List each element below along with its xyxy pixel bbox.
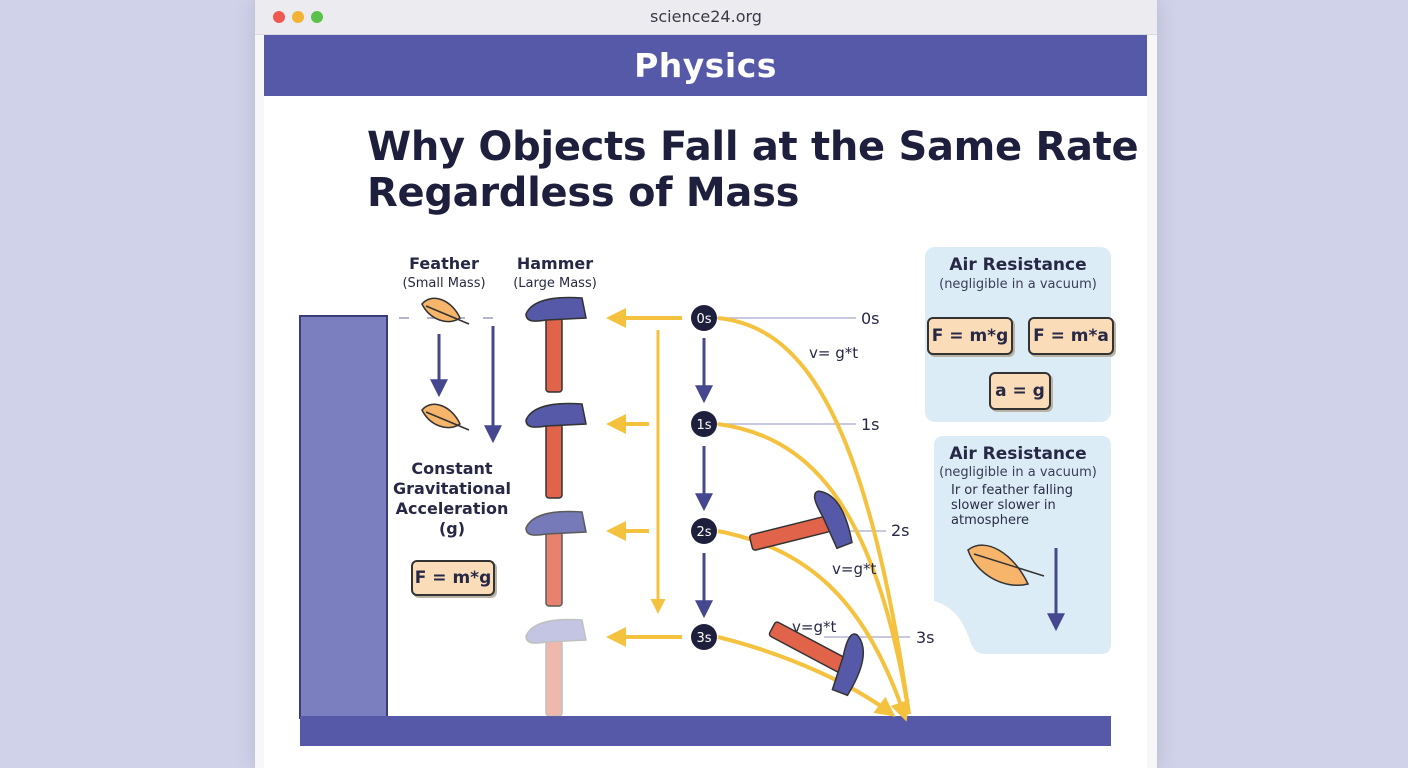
note-line-3: atmosphere <box>951 513 1029 528</box>
formula-box-mg: F = m*g <box>927 317 1013 355</box>
feather-sublabel: (Small Mass) <box>402 276 485 291</box>
acceleration-label: Acceleration <box>396 499 509 518</box>
tower-wall <box>299 315 388 719</box>
velocity-label-low: v=g*t <box>792 618 836 636</box>
maximize-window-button[interactable] <box>311 11 323 23</box>
formula-box-ma: F = m*a <box>1028 317 1114 355</box>
feather-icon <box>421 297 470 325</box>
browser-titlebar: science24.org <box>255 0 1157 35</box>
gravitational-label: Gravitational <box>393 479 511 498</box>
time-marker-circle <box>691 411 717 437</box>
hammer-label: Hammer <box>517 254 593 273</box>
hammer-icon <box>768 621 865 697</box>
section-banner: Physics <box>264 35 1147 96</box>
note-line-2: slower slower in <box>951 498 1056 513</box>
article-headline: Why Objects Fall at the Same Rate Regard… <box>367 124 1139 216</box>
ground <box>300 716 1111 746</box>
time-label-1: 1s <box>861 415 880 434</box>
hammer-icon <box>525 618 587 717</box>
time-marker-0: 0s <box>696 312 711 327</box>
formula-box-left: F = m*g <box>411 560 495 596</box>
panel-bottom-title: Air Resistance <box>949 444 1087 464</box>
formula-box-ag: a = g <box>989 372 1051 410</box>
g-symbol-label: (g) <box>439 519 465 538</box>
headline-line-1: Why Objects Fall at the Same Rate <box>367 124 1139 170</box>
article-page: Why Objects Fall at the Same Rate Regard… <box>264 96 1147 768</box>
trajectory-curve <box>717 316 911 715</box>
time-label-2: 2s <box>891 521 910 540</box>
panel-top-subtitle: (negligible in a vacuum) <box>939 277 1097 292</box>
time-marker-circle <box>691 518 717 544</box>
panel-bottom-note: Ir or feather falling slower slower in a… <box>951 483 1073 528</box>
velocity-label-top: v= g*t <box>809 344 858 362</box>
feather-icon <box>967 544 1045 586</box>
time-marker-1: 1s <box>696 418 711 433</box>
minimize-window-button[interactable] <box>292 11 304 23</box>
browser-window: science24.org Physics Why Objects Fall a… <box>254 0 1158 768</box>
note-line-1: Ir or feather falling <box>951 483 1073 498</box>
trajectory-curve <box>717 422 911 715</box>
time-marker-circle <box>691 624 717 650</box>
falling-objects-diagram: Feather (Small Mass) Hammer (Large Mass)… <box>299 254 1111 746</box>
panel-bottom-subtitle: (negligible in a vacuum) <box>939 465 1097 480</box>
time-label-0: 0s <box>861 309 880 328</box>
velocity-label-mid: v=g*t <box>832 560 876 578</box>
close-window-button[interactable] <box>273 11 285 23</box>
panel-top: Air Resistance (negligible in a vacuum) … <box>925 247 1114 422</box>
time-marker-2: 2s <box>696 525 711 540</box>
feather-icon <box>421 403 470 431</box>
hammer-icon <box>749 490 853 551</box>
hammer-icon <box>525 402 587 499</box>
time-marker-circle <box>691 305 717 331</box>
address-bar[interactable]: science24.org <box>650 7 762 26</box>
hammer-icon <box>525 510 587 607</box>
time-label-3: 3s <box>916 628 935 647</box>
hammer-sublabel: (Large Mass) <box>513 276 597 291</box>
panel-bottom-background <box>934 436 1111 654</box>
hammer-icon <box>525 296 587 393</box>
trajectory-curve <box>717 635 896 717</box>
constant-label: Constant <box>411 459 492 478</box>
time-marker-3: 3s <box>696 631 711 646</box>
panel-top-title: Air Resistance <box>949 255 1087 275</box>
headline-line-2: Regardless of Mass <box>367 170 800 216</box>
feather-label: Feather <box>409 254 479 273</box>
